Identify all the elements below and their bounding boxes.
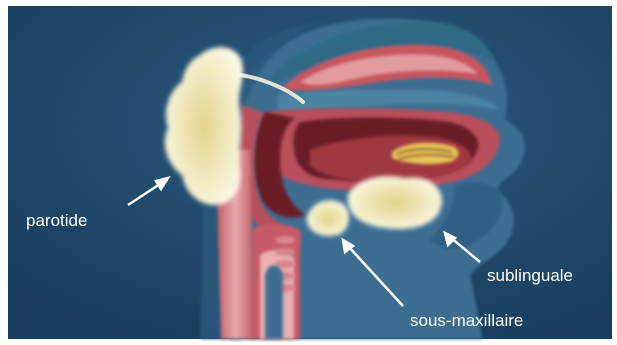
oesophagus-gap <box>265 265 283 339</box>
sublingual-gland <box>348 176 442 229</box>
label-sublinguale: sublinguale <box>487 267 573 284</box>
label-parotide: parotide <box>26 212 87 229</box>
label-sous-maxillaire: sous-maxillaire <box>410 312 523 329</box>
